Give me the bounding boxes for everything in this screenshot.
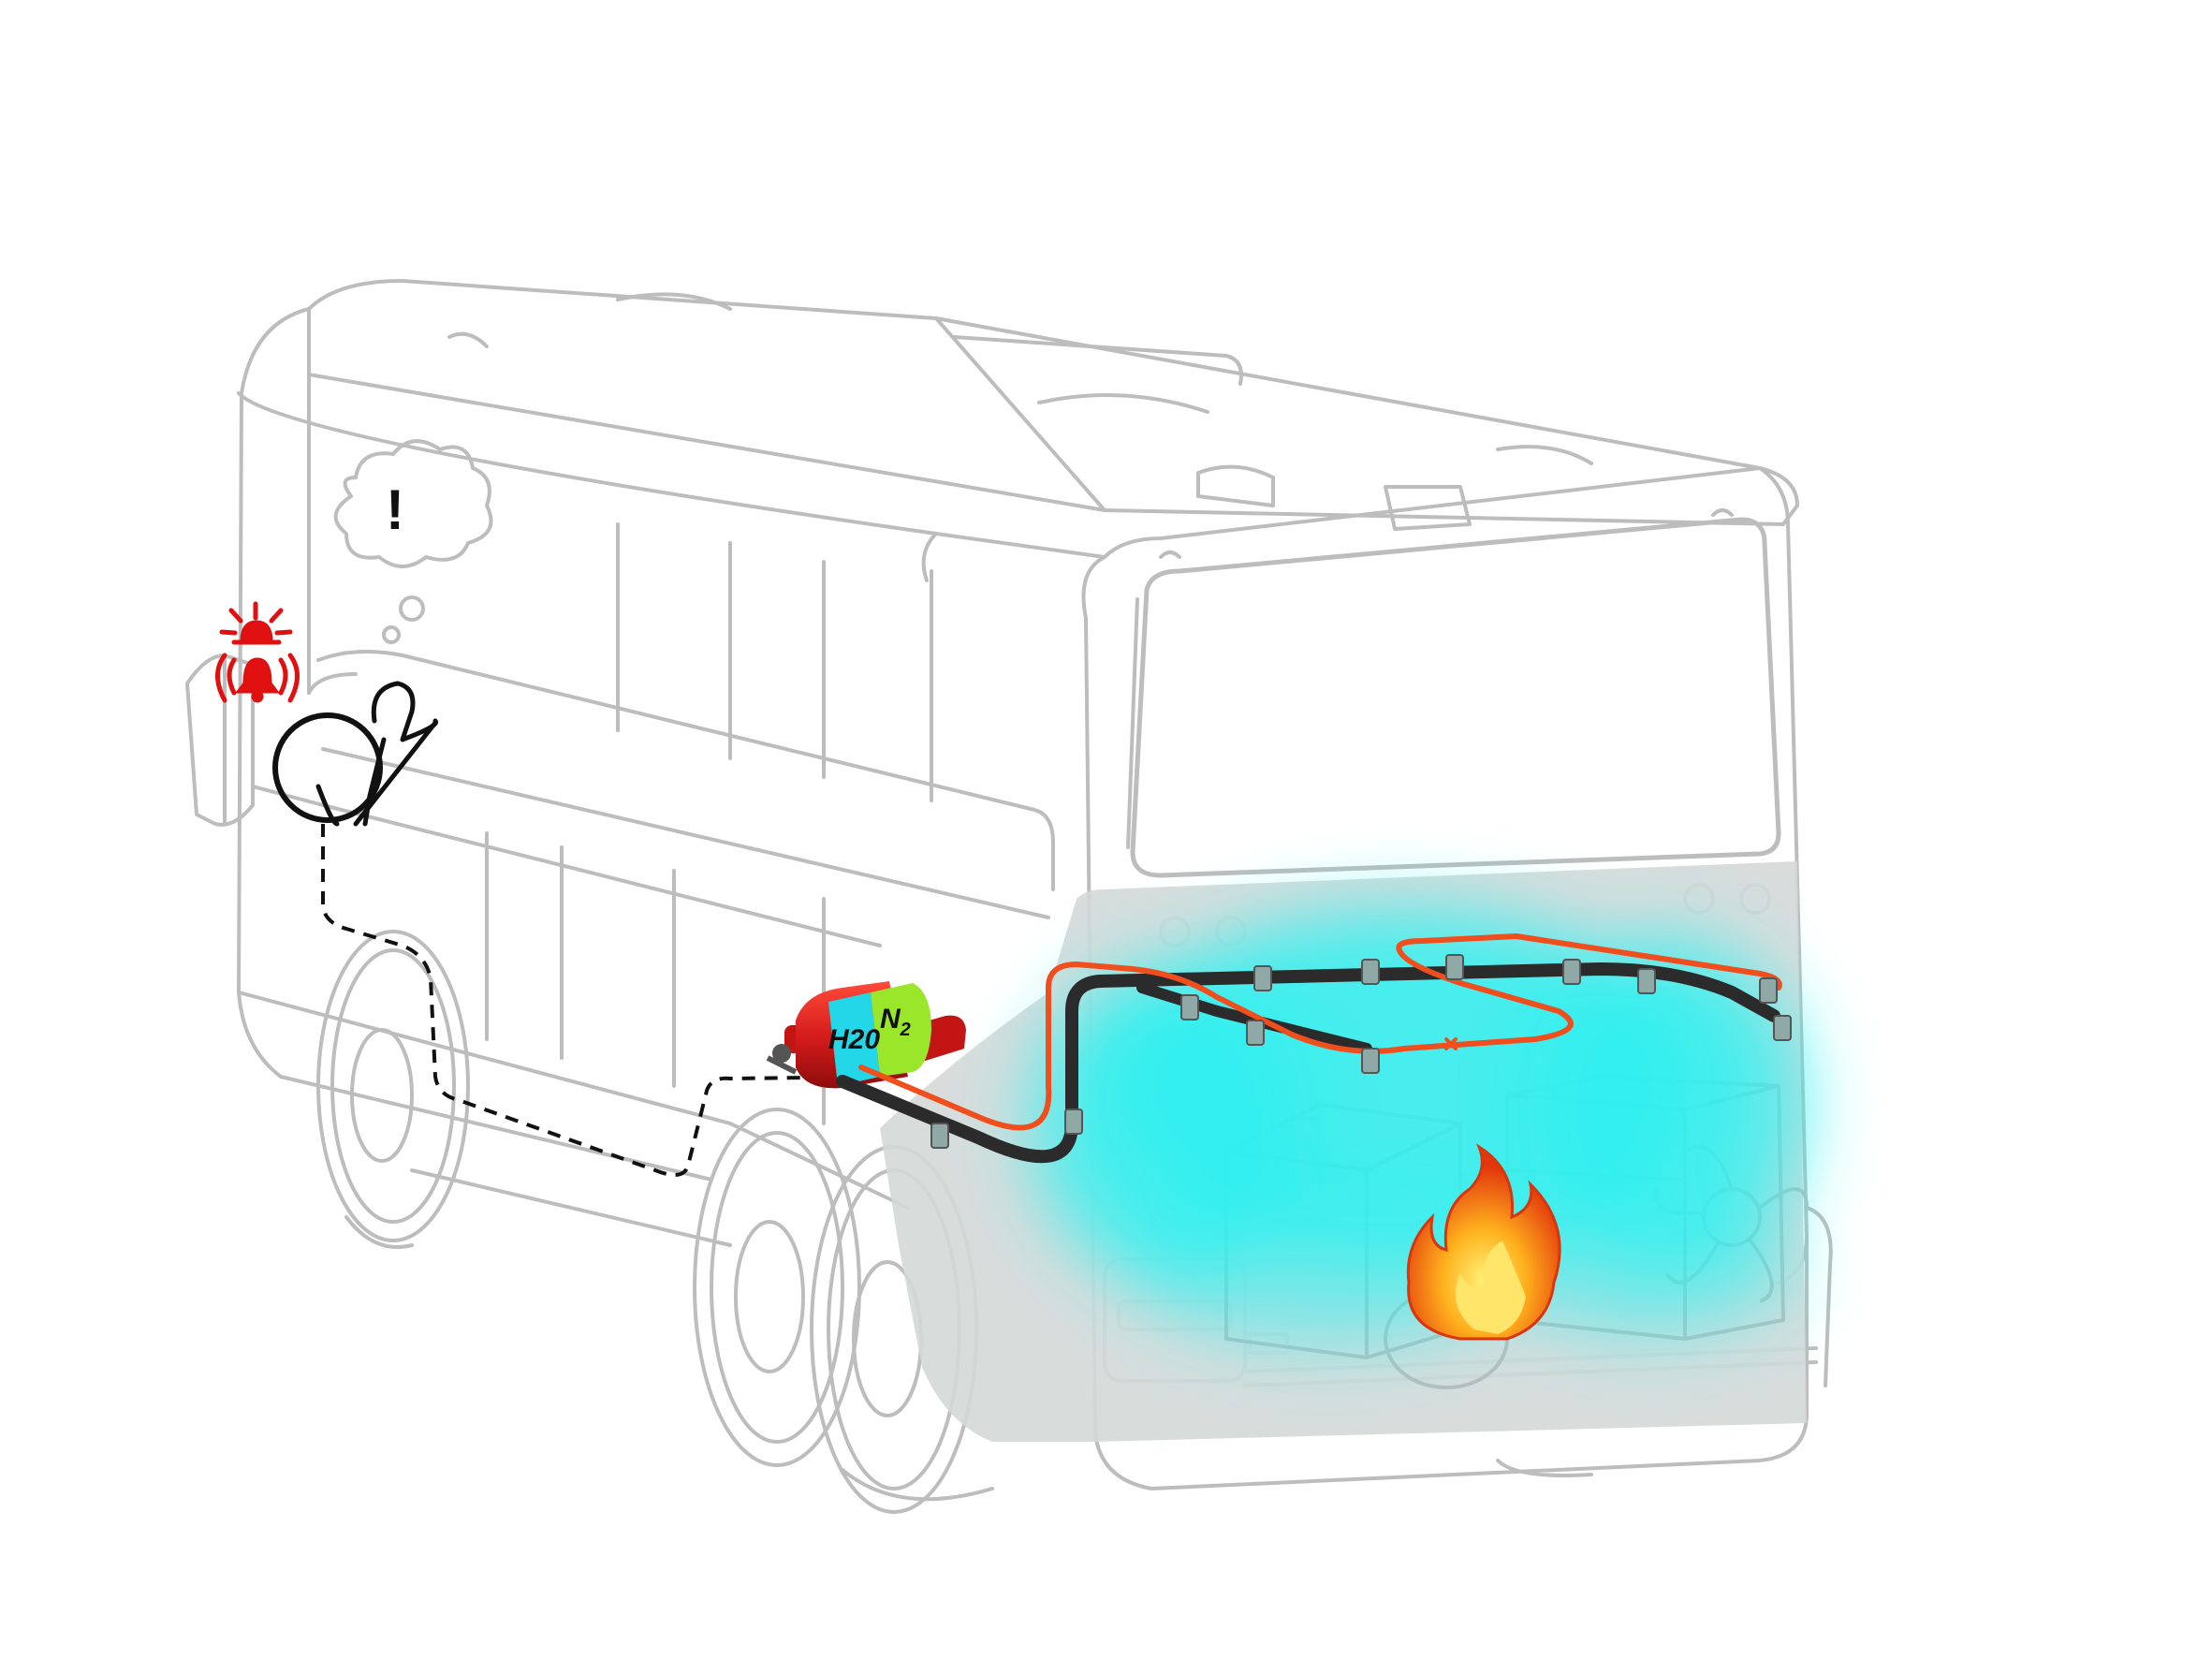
nozzles	[930, 954, 1792, 1149]
water-label: H20	[828, 1024, 880, 1055]
alarm-beacon-icon	[219, 601, 293, 645]
steering-wheel-icon	[272, 712, 383, 823]
nitrogen-label: N2	[880, 1004, 911, 1040]
thought-bubble-icon	[333, 439, 493, 568]
thought-bubble-symbol: !	[386, 478, 404, 541]
detection-cable	[321, 824, 890, 1177]
water-mist	[1030, 908, 1807, 1348]
bell-icon	[215, 653, 300, 703]
fire-icon	[1406, 1143, 1561, 1341]
extinguisher-cylinder: H20 N2	[766, 981, 966, 1089]
nitrogen-section	[871, 983, 931, 1077]
water-section	[828, 992, 880, 1086]
